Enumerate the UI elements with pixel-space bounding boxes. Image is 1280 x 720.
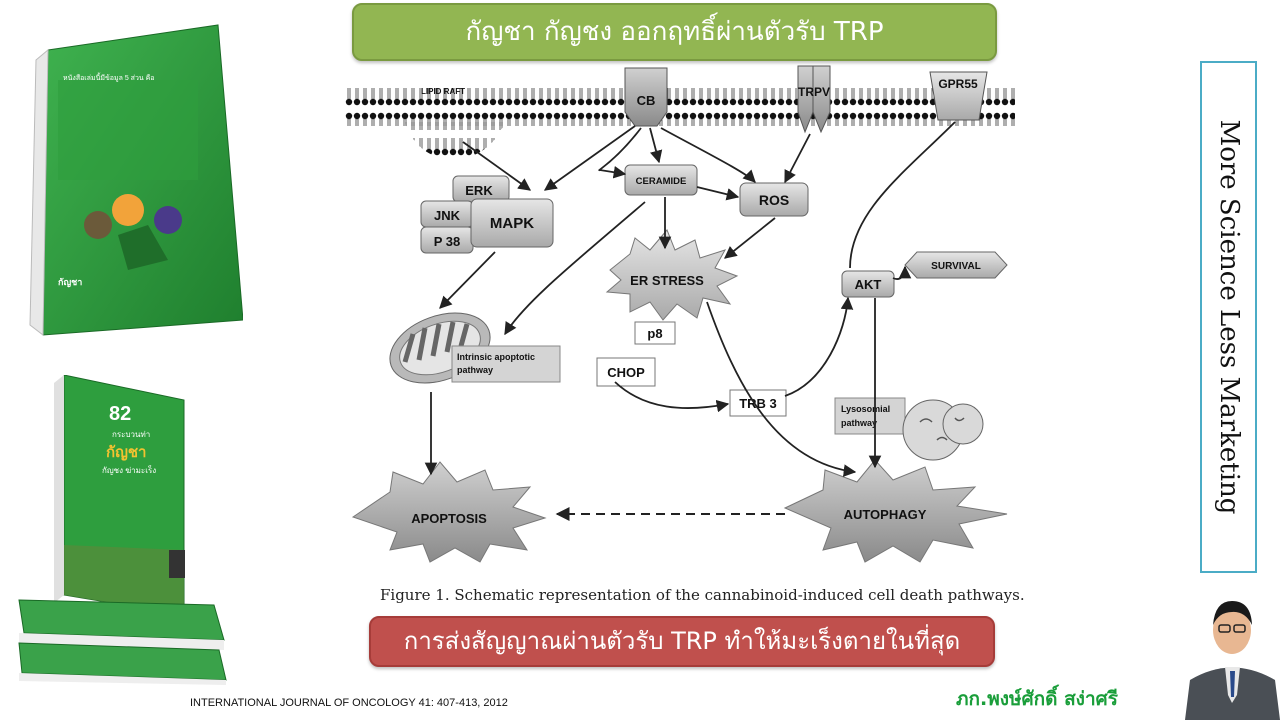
pathway-diagram: LIPID RAFT CB TRPV GPR55 CERAMIDE ROS ER… xyxy=(345,65,1015,563)
survival-label: SURVIVAL xyxy=(931,261,981,272)
book-stack-image: 82 กระบวนท่า กัญชา กัญชง ฆ่ามะเร็ง xyxy=(18,375,227,685)
mapk-label: MAPK xyxy=(490,215,534,232)
lipid-raft-label: LIPID RAFT xyxy=(421,87,465,96)
subtitle-banner: การส่งสัญญาณผ่านตัวรับ TRP ทำให้มะเร็งตา… xyxy=(369,616,995,667)
gpr55-akt-line xyxy=(849,121,956,269)
book-top-brand: กัญชา xyxy=(58,277,82,288)
intrinsic-label-2: pathway xyxy=(457,365,493,375)
book-cover-number: 82 xyxy=(109,403,131,425)
book-cover-line2: กัญชา xyxy=(106,444,146,461)
lysosome-icon xyxy=(902,399,984,461)
book-top-heading: หนังสือเล่มนี้มีข้อมูล 5 ส่วน คือ xyxy=(63,71,155,82)
autophagy-label: AUTOPHAGY xyxy=(844,507,927,522)
ceramide-label: CERAMIDE xyxy=(636,176,687,187)
akt-label: AKT xyxy=(855,277,882,292)
chop-label: CHOP xyxy=(607,365,645,380)
trb3-label: TRB 3 xyxy=(739,396,777,411)
book-cover-line3: กัญชง ฆ่ามะเร็ง xyxy=(102,465,156,475)
er-stress-label: ER STRESS xyxy=(630,273,704,288)
author-portrait xyxy=(1185,585,1280,720)
erk-label: ERK xyxy=(465,183,493,198)
book-cover-line1: กระบวนท่า xyxy=(112,430,150,439)
intrinsic-label: Intrinsic apoptotic xyxy=(457,352,535,362)
survival-shape xyxy=(904,251,1008,279)
autophagy-burst xyxy=(783,459,1008,563)
pathway-arrows xyxy=(424,125,912,477)
cb-label: CB xyxy=(637,93,656,108)
lysosomal-label-2: pathway xyxy=(841,418,877,428)
p38-label: P 38 xyxy=(434,234,461,249)
trpv-label: TRPV xyxy=(798,85,830,99)
side-text: More Science Less Marketing xyxy=(1213,119,1244,515)
lysosomal-label: Lysosomial xyxy=(841,404,890,414)
cell-membrane xyxy=(345,82,1015,160)
ros-label: ROS xyxy=(759,192,789,208)
side-text-box: More Science Less Marketing xyxy=(1200,61,1257,573)
cb-receptor: CB xyxy=(624,67,668,127)
author-name: ภก.พงษ์ศักดิ์ สง่าศรี xyxy=(956,688,1118,710)
book-cover-image: หนังสือเล่มนี้มีข้อมูล 5 ส่วน คือ กัญชา xyxy=(29,24,243,337)
gpr55-receptor: GPR55 xyxy=(929,71,988,121)
title-banner: กัญชา กัญชง ออกฤทธิ์ผ่านตัวรับ TRP xyxy=(352,3,997,61)
apoptosis-burst xyxy=(351,461,547,563)
p8-label: p8 xyxy=(647,326,662,341)
jnk-label: JNK xyxy=(434,208,461,223)
gpr55-label: GPR55 xyxy=(938,77,978,91)
trpv-receptor: TRPV xyxy=(797,65,831,134)
figure-caption: Figure 1. Schematic representation of th… xyxy=(380,586,1025,604)
journal-reference: INTERNATIONAL JOURNAL OF ONCOLOGY 41: 40… xyxy=(190,697,508,709)
apoptosis-label: APOPTOSIS xyxy=(411,511,487,526)
